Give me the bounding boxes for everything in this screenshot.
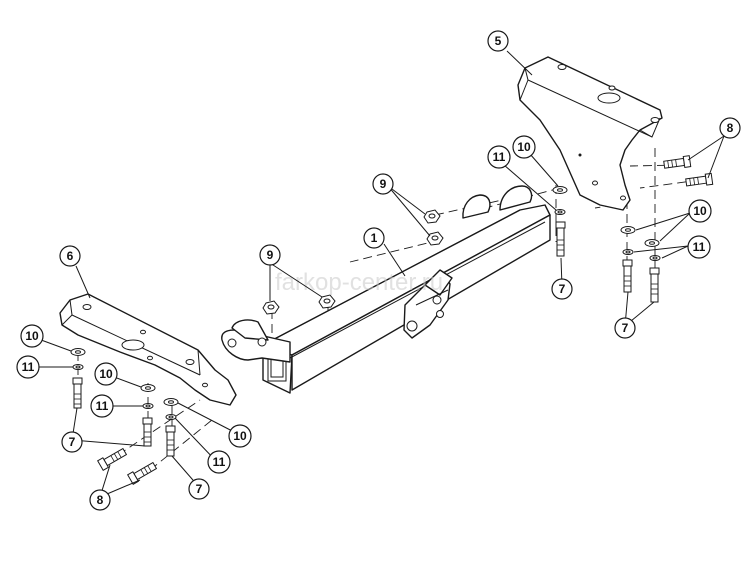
callout-7-right-b: 7 [614,317,636,339]
svg-text:10: 10 [99,367,113,381]
svg-text:7: 7 [196,482,203,496]
bolt-icon [649,267,660,303]
callout-10-right-b: 10 [688,199,712,223]
nut-icon [423,209,441,224]
washer-icon [70,348,86,356]
svg-text:7: 7 [69,435,76,449]
washer-icon [622,249,634,255]
callout-5: 5 [487,30,509,52]
callout-7-right-a: 7 [551,278,573,300]
bolt-icon [555,221,566,257]
bolt-icon [622,259,633,293]
svg-text:10: 10 [693,204,707,218]
washer-icon [644,239,660,247]
washer-icon [649,255,661,261]
callout-10-left-b: 10 [94,362,118,386]
crossbar-part-1 [221,185,551,394]
callout-8-right: 8 [719,117,741,139]
bolt-icon [142,417,153,447]
svg-text:10: 10 [517,140,531,154]
callout-11-left-b: 11 [90,394,114,418]
washer-icon [140,384,156,392]
nut-icon [426,231,444,246]
washer-icon [142,403,154,409]
bolt-icon [165,425,176,457]
svg-text:11: 11 [96,399,109,413]
bolt-icon [126,461,158,486]
bolts-part-7-8 [72,155,714,486]
bolt-icon [72,377,83,409]
svg-text:8: 8 [727,121,734,135]
callout-11-right-b: 11 [687,235,711,259]
callout-7-left-a: 7 [61,431,83,453]
bolt-icon [96,447,128,472]
leader-lines [32,50,725,498]
svg-text:5: 5 [495,34,502,48]
washers-part-10-11 [70,186,661,420]
bolt-icon [663,155,692,169]
callout-7-left-b: 7 [188,478,210,500]
callout-6: 6 [59,245,81,267]
washer-icon [552,186,568,194]
callout-9-left: 9 [259,244,281,266]
svg-text:11: 11 [22,360,35,374]
washer-icon [620,226,636,234]
nuts-part-9 [262,209,444,315]
svg-text:9: 9 [267,248,274,262]
washer-icon [72,364,84,370]
callout-11-right-a: 11 [487,145,511,169]
washer-icon [165,414,177,420]
washer-icon [163,398,179,406]
svg-text:11: 11 [693,240,706,254]
svg-text:7: 7 [559,282,566,296]
svg-text:11: 11 [493,150,506,164]
nut-icon [318,294,336,309]
callout-11-left-a: 11 [16,355,40,379]
svg-text:10: 10 [25,329,39,343]
svg-text:9: 9 [380,177,387,191]
svg-text:8: 8 [97,493,104,507]
svg-text:11: 11 [213,455,226,469]
callout-9-right: 9 [372,173,394,195]
callout-10-left-c: 10 [228,424,252,448]
svg-text:6: 6 [67,249,74,263]
svg-text:7: 7 [622,321,629,335]
callout-1: 1 [363,227,385,249]
callout-11-left-c: 11 [207,450,231,474]
nut-icon [262,300,280,315]
left-bracket-part-6 [59,293,237,406]
right-bracket-part-5 [517,56,663,211]
bolt-icon [685,172,714,187]
callout-10-right-a: 10 [512,135,536,159]
callout-8-left: 8 [89,489,111,511]
watermark-text: farkop-center.ru [275,269,443,296]
svg-text:10: 10 [233,429,247,443]
washer-icon [554,209,566,215]
svg-text:1: 1 [371,231,378,245]
callout-10-left-a: 10 [20,324,44,348]
